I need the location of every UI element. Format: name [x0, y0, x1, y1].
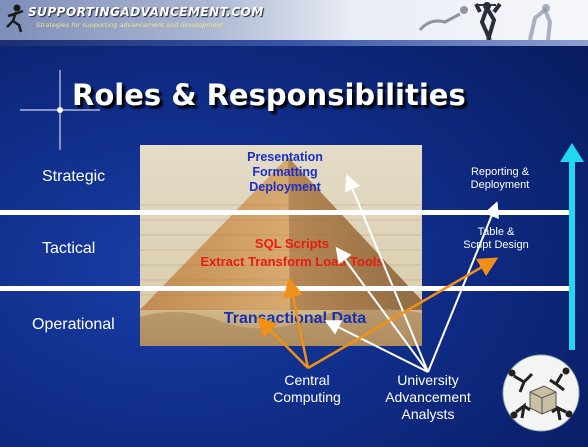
arrow-analysts-to-reporting	[427, 201, 499, 373]
pyramid-mid-line: SQL Scripts	[254, 236, 330, 251]
university-line: Advancement	[385, 389, 471, 405]
arrow-analysts-to-transactional	[324, 320, 429, 373]
reporting-line: Reporting &	[470, 166, 530, 178]
runner-logo-icon	[6, 4, 24, 33]
design-line: Script Design	[463, 239, 529, 251]
arrow-analysts-to-presentation	[345, 174, 429, 373]
cyan-arrow-shaft	[569, 160, 575, 350]
puzzle-team-icon	[502, 354, 580, 432]
logo-tagline: Strategies for supporting advancement an…	[36, 21, 224, 29]
divider-strategic-tactical	[0, 210, 572, 215]
arrow-central-to-etl	[283, 277, 310, 369]
pyramid-top-line: Formatting	[252, 165, 318, 179]
central-line: Central	[284, 372, 330, 388]
tier-label-strategic: Strategic	[42, 168, 106, 185]
athletes-graphic-icon	[418, 2, 553, 40]
cyan-arrow-head	[560, 143, 584, 162]
pyramid-top-line: Presentation	[247, 150, 323, 164]
slide-title: Roles & Responsibilities	[72, 78, 466, 112]
central-line: Computing	[273, 389, 341, 405]
pyramid-top-text: Presentation Formatting Deployment	[210, 150, 360, 195]
university-line: University	[397, 372, 459, 388]
tier-label-tactical: Tactical	[42, 240, 96, 257]
university-line: Analysts	[401, 406, 455, 422]
arrow-central-to-transactional	[256, 316, 309, 369]
sparkle-icon	[20, 70, 100, 150]
central-computing-label: Central Computing	[262, 372, 352, 406]
arrow-central-to-design	[307, 257, 499, 370]
reporting-label: Reporting & Deployment	[450, 166, 550, 192]
tier-label-operational: Operational	[32, 316, 115, 333]
pyramid-top-line: Deployment	[249, 180, 321, 194]
arrow-analysts-to-sql	[335, 246, 429, 373]
university-analysts-label: University Advancement Analysts	[378, 372, 478, 423]
logo-text: SUPPORTINGADVANCEMENT.COM	[28, 5, 264, 19]
reporting-line: Deployment	[470, 179, 530, 191]
header-strip	[0, 40, 588, 46]
